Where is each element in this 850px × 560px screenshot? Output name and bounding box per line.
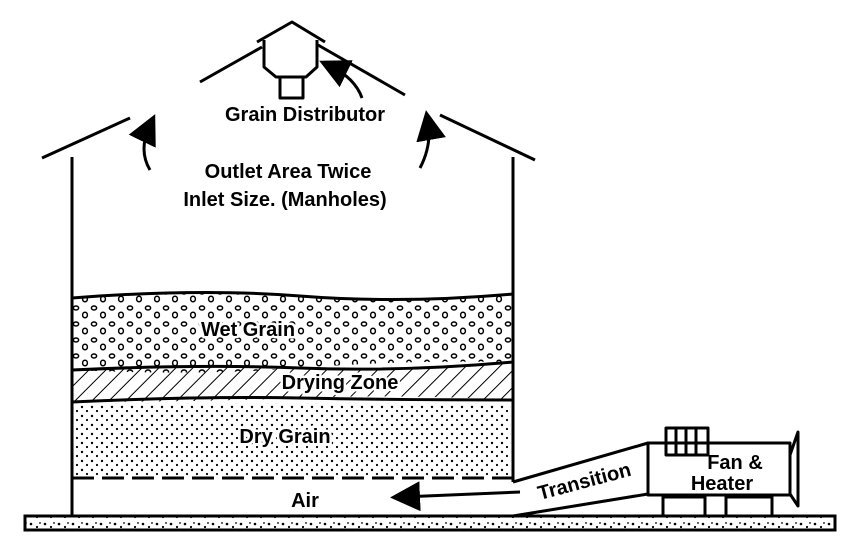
- fan-inlet-cone: [788, 430, 800, 508]
- label-outlet-line2: Inlet Size. (Manholes): [183, 189, 386, 211]
- support-leg-left: [661, 495, 707, 518]
- label-drying-zone: Drying Zone: [282, 372, 399, 394]
- label-wet-grain: Wet Grain: [201, 319, 295, 341]
- bin-roof: [41, 43, 536, 162]
- ground-slab: [23, 514, 837, 532]
- fan-heater-box: [646, 441, 792, 497]
- label-grain-distributor: Grain Distributor: [225, 104, 385, 126]
- label-outlet-line1: Outlet Area Twice: [205, 161, 372, 183]
- air-arrow: [390, 481, 521, 512]
- dry-grain-layer: [74, 403, 511, 476]
- airflow-arrow-left: [128, 114, 156, 171]
- label-dry-grain: Dry Grain: [239, 426, 330, 448]
- airflow-arrow-right: [416, 110, 446, 169]
- grain-distributor: [256, 20, 326, 100]
- heater-vent: [664, 426, 710, 457]
- label-air: Air: [291, 490, 319, 512]
- support-leg-right: [724, 495, 774, 518]
- distributor-arrow: [319, 60, 364, 99]
- drying-zone-layer: [72, 362, 513, 402]
- transition-duct: [512, 441, 649, 518]
- label-fan: Fan &: [707, 452, 763, 474]
- wet-grain-layer: [72, 292, 513, 373]
- label-heater: Heater: [691, 473, 753, 495]
